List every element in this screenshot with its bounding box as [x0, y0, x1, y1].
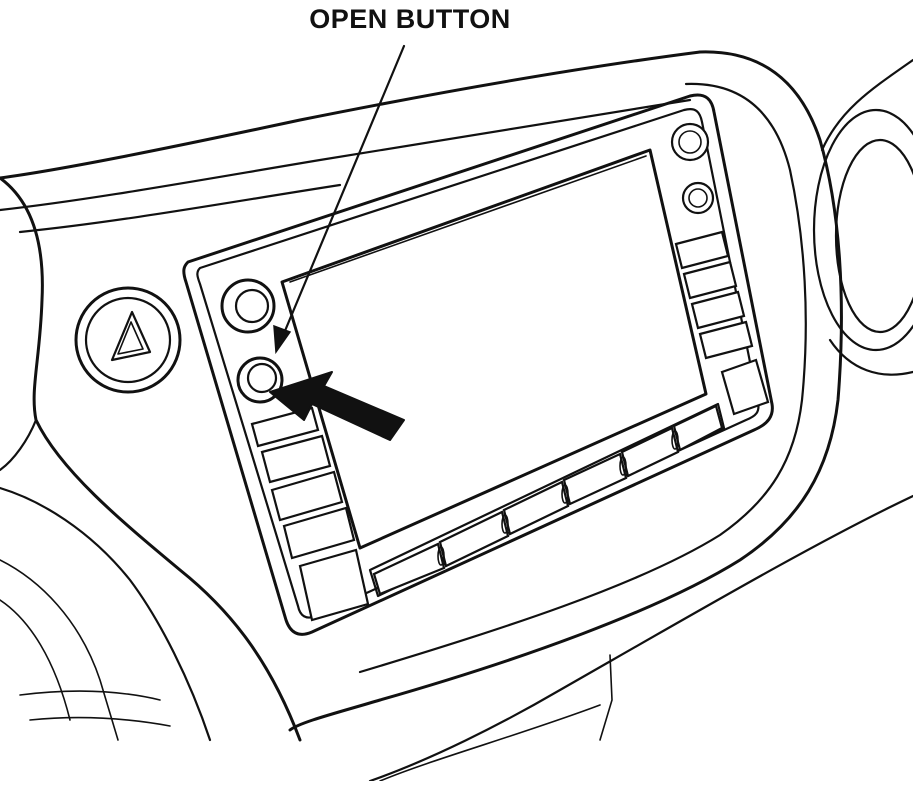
left-button-large[interactable] — [298, 548, 370, 622]
right-small-knob[interactable] — [681, 181, 715, 215]
open-button-label: OPEN BUTTON — [309, 4, 511, 34]
bottom-preset-strip — [368, 402, 726, 598]
left-button-3[interactable] — [270, 470, 344, 522]
dashboard-contours — [0, 50, 913, 783]
right-button-4[interactable] — [698, 320, 754, 360]
left-button-4[interactable] — [282, 506, 356, 560]
right-button-large[interactable] — [720, 358, 770, 416]
hazard-triangle-icon — [110, 310, 152, 362]
right-controls — [670, 122, 770, 416]
left-controls — [220, 278, 370, 622]
callout-leader-line — [273, 44, 406, 355]
audio-unit-bezel — [182, 93, 774, 636]
right-button-3[interactable] — [690, 290, 746, 330]
right-button-2[interactable] — [682, 260, 738, 300]
pointer-arrow — [269, 371, 405, 441]
volume-knob[interactable] — [220, 278, 276, 334]
right-knob[interactable] — [670, 122, 710, 162]
right-button-1[interactable] — [674, 230, 730, 270]
display-screen — [280, 148, 708, 550]
open-button[interactable] — [236, 356, 284, 404]
preset-button-1[interactable] — [372, 542, 446, 596]
hazard-button[interactable] — [74, 286, 182, 394]
left-button-2[interactable] — [260, 434, 332, 484]
